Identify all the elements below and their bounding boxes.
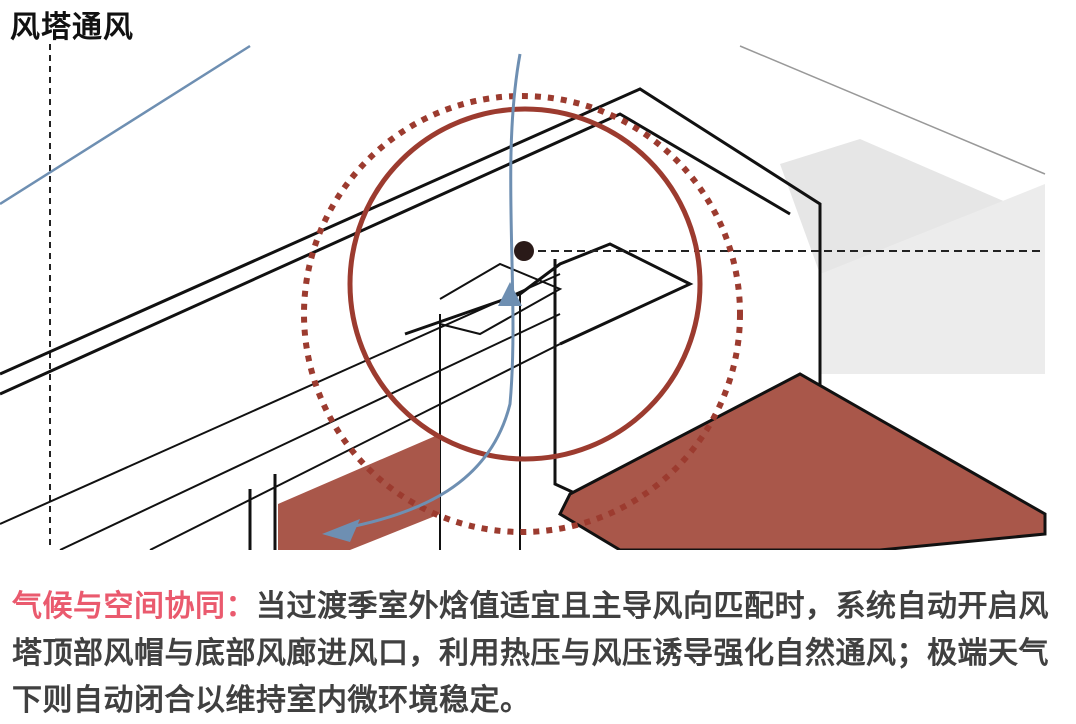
background-hatch bbox=[739, 45, 1046, 374]
influence-circle-dotted bbox=[301, 93, 743, 535]
caption-body: 当过渡季室外焓值适宜且主导风向匹配时，系统自动开启风塔顶部风帽与底部风廊进风口，… bbox=[12, 589, 1049, 718]
airflow-arrow-icon bbox=[498, 282, 522, 306]
wind-tower-circle bbox=[347, 106, 703, 462]
floor-slab-left bbox=[278, 434, 440, 550]
wind-tower-diagram bbox=[0, 44, 1047, 550]
airflow-path bbox=[339, 53, 522, 531]
floor-slab-right bbox=[558, 372, 1047, 550]
airflow-inlet-arrow-icon bbox=[322, 519, 360, 542]
roof-edge-line bbox=[0, 44, 251, 206]
wind-tower-center-point bbox=[514, 241, 534, 261]
diagram-title: 风塔通风 bbox=[10, 10, 134, 45]
caption-highlight: 气候与空间协同： bbox=[12, 589, 256, 624]
caption: 气候与空间协同：当过渡季室外焓值适宜且主导风向匹配时，系统自动开启风塔顶部风帽与… bbox=[12, 583, 1076, 724]
